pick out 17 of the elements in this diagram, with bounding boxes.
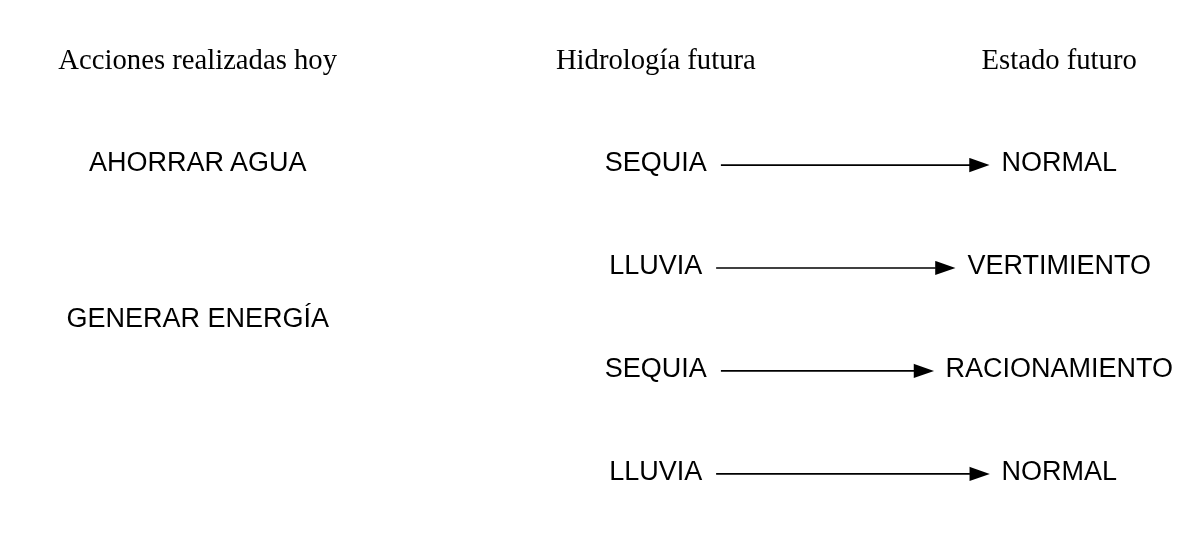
label: Acciones realizadas hoy [58,42,338,75]
node-text: AHORRAR AGUA [88,146,307,177]
node-text: LLUVIA [609,249,703,280]
label: Hidrología futura [555,42,756,75]
node-text: SEQUIA [604,146,707,177]
node-text: NORMAL [1001,146,1117,177]
node-text: SEQUIA [604,352,707,383]
arrow [715,260,956,275]
node-text: LLUVIA [609,455,703,486]
label: Estado futuro [981,42,1137,75]
arrow [720,363,935,378]
node-text: RACIONAMIENTO [945,352,1173,383]
arrow [715,466,990,481]
node-text: VERTIMIENTO [967,249,1151,280]
node-text: NORMAL [1001,455,1117,486]
node-text: GENERAR ENERGÍA [66,302,329,333]
arrow [720,157,990,172]
